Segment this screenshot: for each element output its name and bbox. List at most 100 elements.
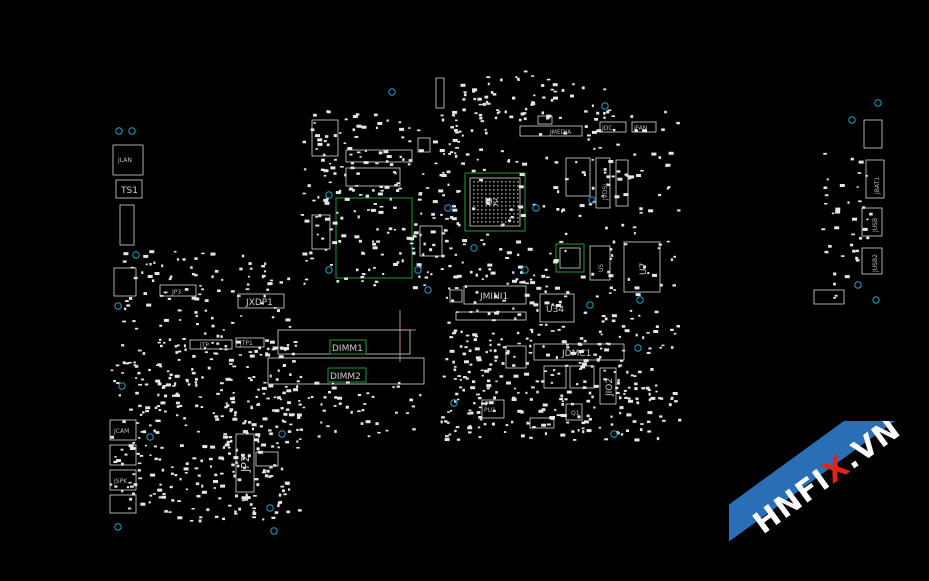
- smd-pad: [176, 344, 180, 347]
- smd-pad: [458, 130, 462, 133]
- jbat1-connector[interactable]: JBAT1: [865, 159, 885, 199]
- smd-pad: [506, 381, 511, 385]
- smd-pad: [247, 377, 252, 379]
- label-jspk[interactable]: JSPK: [113, 478, 128, 485]
- smd-pad: [459, 386, 463, 389]
- smd-pad: [595, 295, 599, 298]
- smd-pad: [670, 346, 674, 349]
- smd-pad: [677, 209, 681, 212]
- smd-pad: [833, 297, 836, 299]
- label-q1[interactable]: Q1: [571, 410, 580, 417]
- smd-pad: [266, 397, 270, 400]
- smd-pad: [484, 95, 489, 99]
- smd-pad: [153, 445, 157, 448]
- smd-pad: [329, 163, 332, 165]
- smd-pad: [228, 436, 233, 439]
- smd-pad: [582, 430, 585, 434]
- smd-pad-field: [110, 70, 873, 523]
- u34-chip[interactable]: U34: [539, 293, 575, 323]
- smd-pad: [468, 425, 472, 428]
- smd-pad: [553, 260, 559, 264]
- label-jdc[interactable]: JDC: [601, 125, 613, 132]
- label-pu1[interactable]: PU1: [484, 407, 496, 414]
- smd-pad: [536, 308, 539, 312]
- u2-chip[interactable]: U2: [464, 172, 526, 232]
- smd-pad: [380, 189, 384, 192]
- smd-pad: [135, 377, 138, 379]
- smd-pad: [629, 309, 633, 312]
- smd-pad: [564, 249, 567, 253]
- jusb-connector[interactable]: JUSB: [861, 207, 883, 237]
- smd-pad: [110, 435, 115, 439]
- dimm1-slot[interactable]: DIMM1: [277, 329, 411, 355]
- smd-pad: [517, 391, 520, 394]
- smd-pad: [537, 333, 541, 336]
- label-jcam[interactable]: JCAM: [113, 428, 129, 435]
- smd-pad: [123, 252, 129, 256]
- smd-pad: [480, 120, 485, 123]
- jp3-connector[interactable]: JP3: [159, 284, 197, 297]
- ball: [489, 221, 491, 223]
- smd-pad: [430, 273, 433, 276]
- smd-pad: [620, 433, 624, 436]
- smd-pad: [516, 240, 522, 244]
- smd-pad: [323, 396, 327, 399]
- smd-pad: [367, 435, 371, 438]
- smd-pad: [454, 154, 458, 158]
- smd-pad: [377, 192, 383, 196]
- smd-pad: [598, 330, 602, 333]
- dimm2-slot[interactable]: DIMM2: [267, 357, 425, 385]
- smd-pad: [615, 391, 620, 395]
- smd-pad: [856, 249, 859, 253]
- smd-pad: [401, 227, 406, 231]
- smd-pad: [257, 388, 260, 391]
- smd-pad: [630, 374, 634, 377]
- smd-pad: [525, 337, 529, 340]
- smd-pad: [272, 346, 278, 350]
- smd-pad: [495, 380, 498, 383]
- smd-pad: [529, 398, 533, 401]
- jtp-connector[interactable]: JTP JTP1: [189, 337, 265, 350]
- smd-pad: [624, 243, 628, 246]
- ball: [493, 189, 495, 191]
- u7-chip[interactable]: U7: [623, 241, 661, 293]
- smd-pad: [248, 262, 252, 265]
- smd-pad: [485, 100, 489, 104]
- smd-pad: [132, 447, 137, 450]
- smd-pad: [533, 274, 536, 277]
- smd-pad: [368, 268, 371, 272]
- via-ring: [128, 127, 136, 135]
- smd-pad: [159, 483, 162, 486]
- smd-pad: [282, 489, 285, 493]
- jio2-connector[interactable]: JIO2: [599, 367, 617, 405]
- smd-pad: [457, 190, 461, 193]
- jxdp1-connector[interactable]: JXDP1: [237, 293, 285, 309]
- u5-chip[interactable]: U5: [589, 245, 611, 281]
- smd-pad: [307, 184, 311, 188]
- smd-pad: [140, 431, 144, 433]
- smd-pad: [529, 278, 533, 281]
- smd-pad: [579, 204, 585, 208]
- smd-pad: [586, 399, 591, 403]
- smd-pad: [197, 430, 200, 433]
- smd-pad: [331, 382, 334, 385]
- jusb2-connector[interactable]: JUSB2: [861, 247, 883, 275]
- smd-pad: [635, 293, 641, 297]
- smd-pad: [593, 353, 597, 356]
- label-ts1[interactable]: TS1: [120, 186, 138, 196]
- smd-pad: [594, 118, 599, 121]
- smd-pad: [610, 415, 613, 418]
- smd-pad: [439, 149, 445, 152]
- smd-pad: [194, 297, 200, 301]
- label-jlan[interactable]: JLAN: [117, 157, 132, 164]
- smd-pad: [382, 272, 385, 275]
- smd-pad: [449, 151, 454, 153]
- jmedia-connector[interactable]: JMEDIA: [519, 125, 583, 137]
- smd-pad: [493, 349, 497, 353]
- smd-pad: [345, 405, 349, 409]
- smd-pad: [302, 140, 306, 144]
- label-jfan[interactable]: JFAN: [633, 125, 647, 132]
- jvdsl-connector[interactable]: JVDSL: [565, 157, 629, 209]
- smd-pad: [269, 279, 273, 282]
